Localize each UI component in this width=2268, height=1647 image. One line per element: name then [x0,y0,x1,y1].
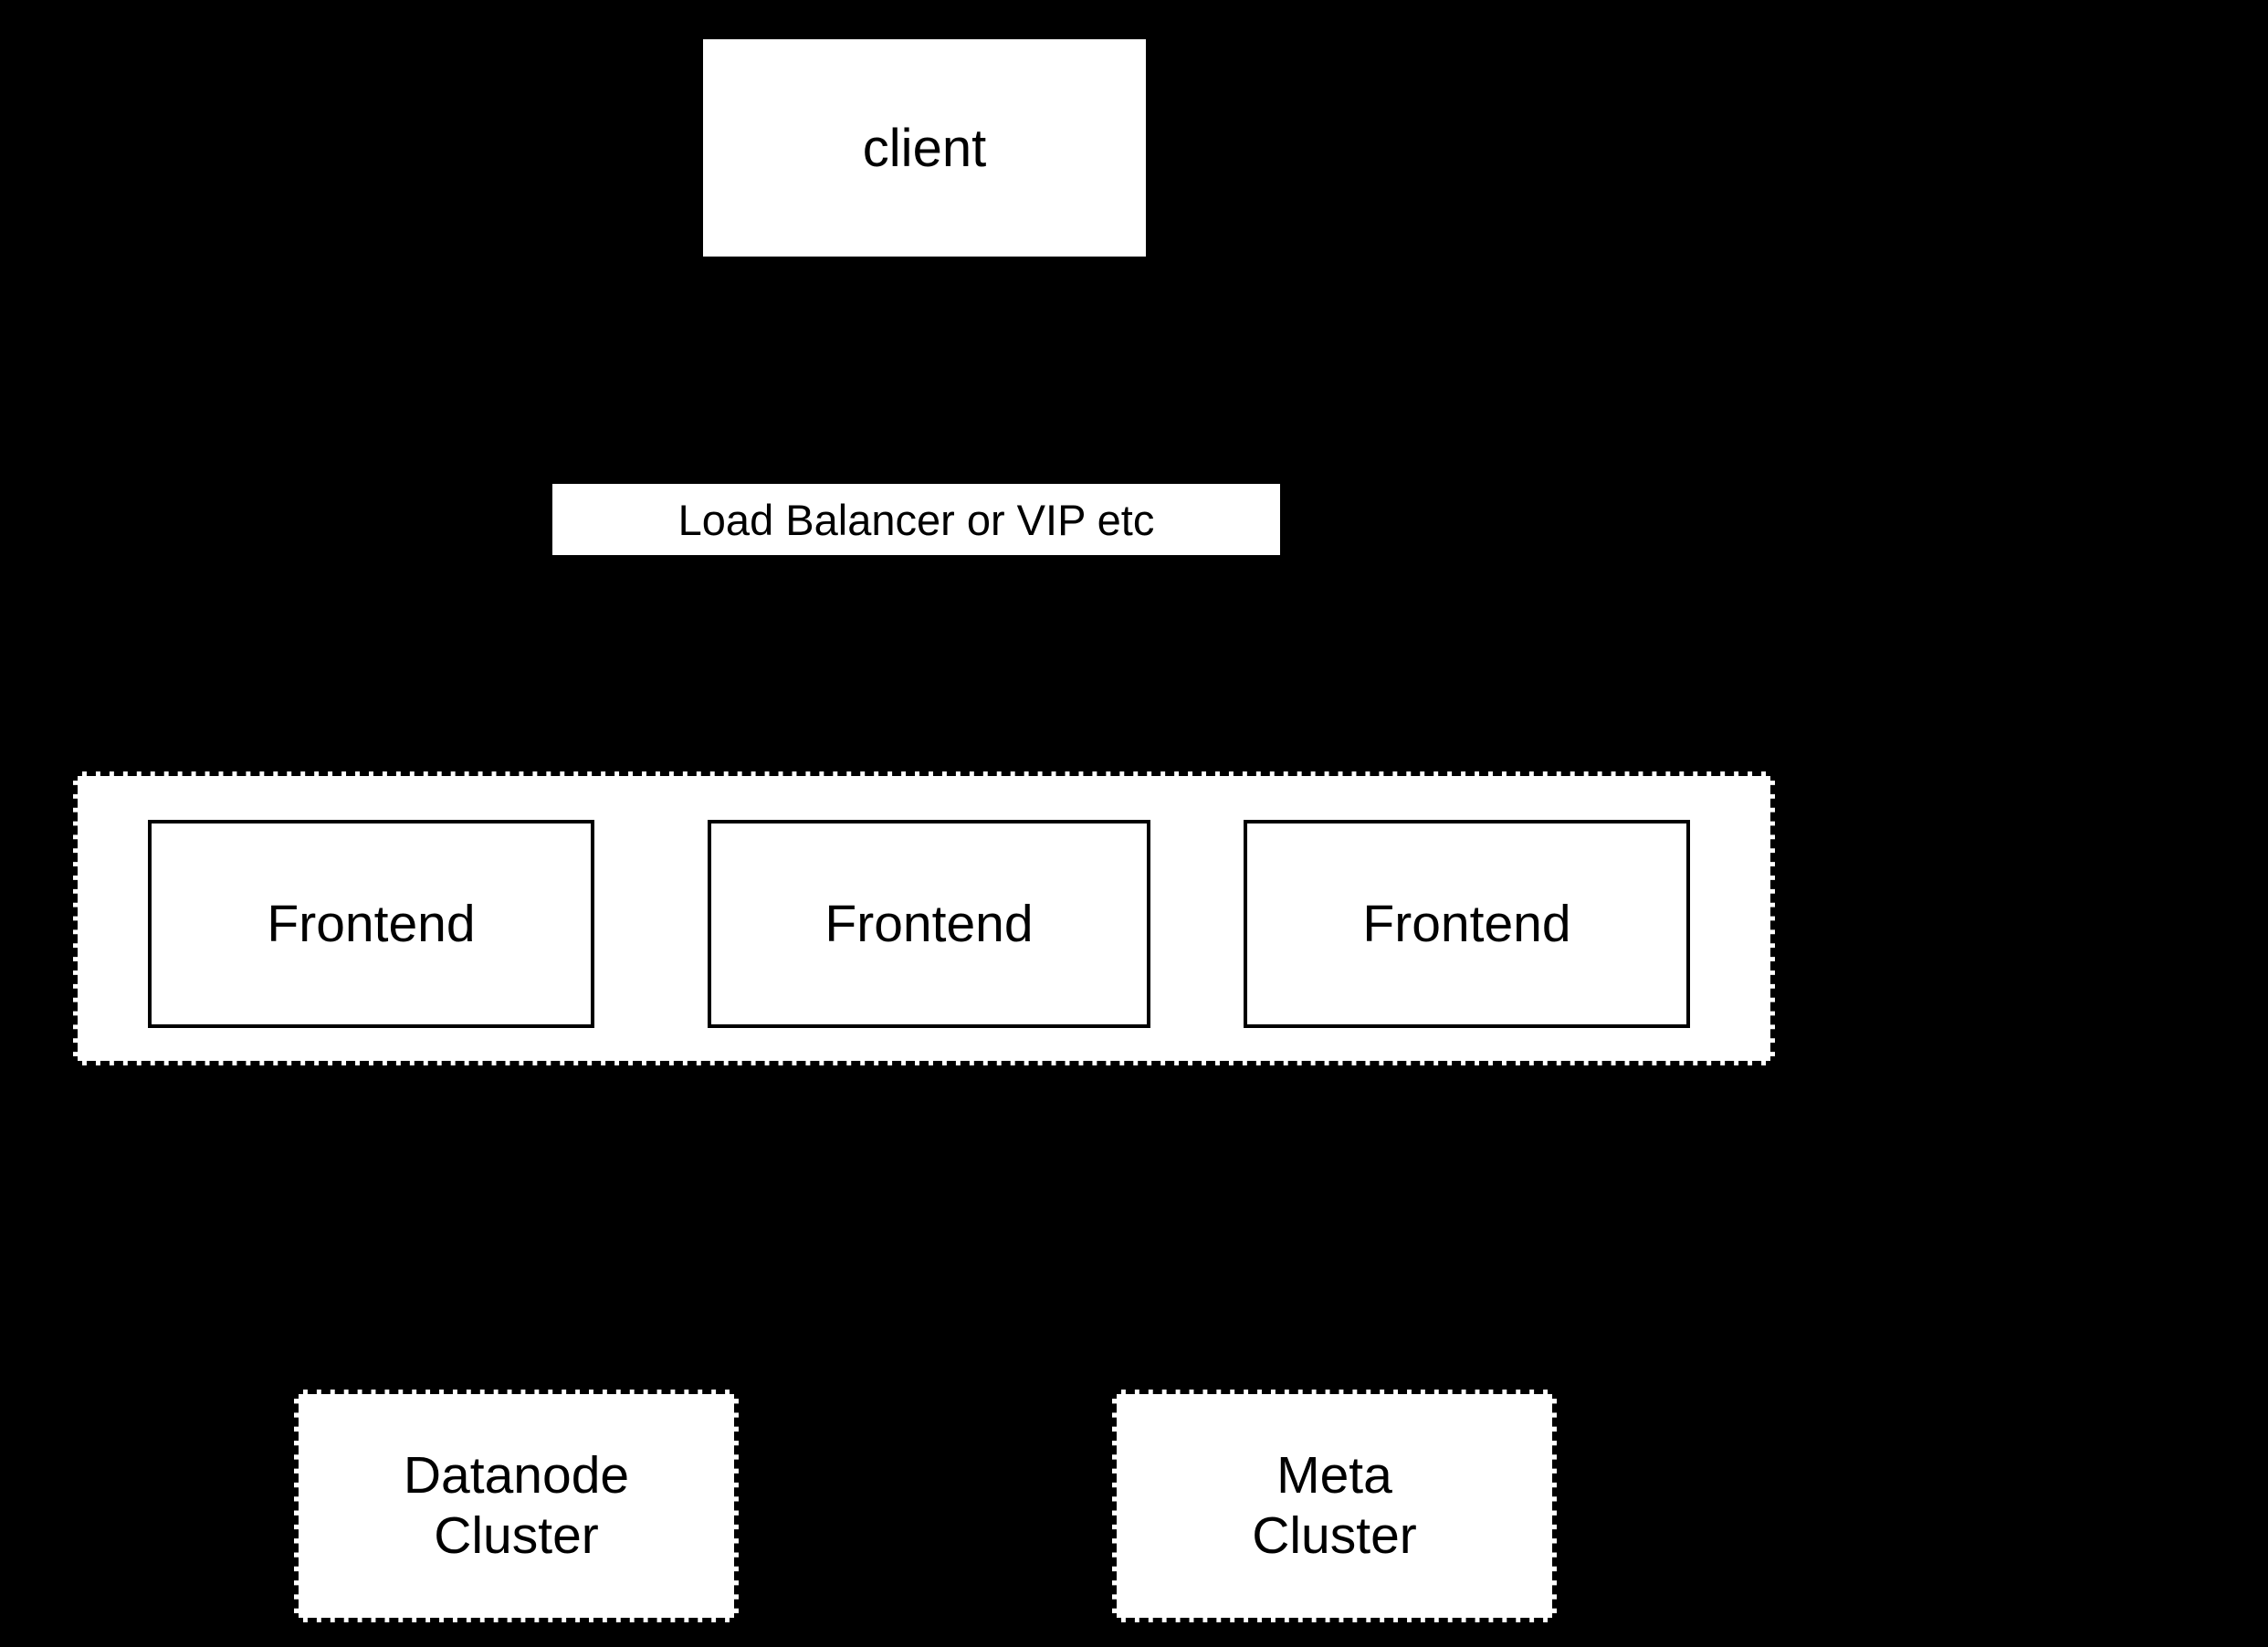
meta-cluster-label-line2: Cluster [1252,1505,1417,1565]
meta-cluster-label-line1: Meta [1276,1445,1392,1505]
load-balancer-node-label: Load Balancer or VIP etc [677,495,1155,544]
meta-cluster-node: Meta Cluster [1112,1390,1557,1622]
frontend-node-3-label: Frontend [1362,895,1571,953]
load-balancer-node: Load Balancer or VIP etc [552,484,1280,555]
frontend-node-1-label: Frontend [267,895,476,953]
datanode-cluster-label-line2: Cluster [434,1505,599,1565]
datanode-cluster-node: Datanode Cluster [294,1390,739,1622]
datanode-cluster-label-line1: Datanode [403,1445,630,1505]
frontend-node-3: Frontend [1244,820,1690,1028]
client-node-label: client [862,118,987,178]
frontend-node-2-label: Frontend [824,895,1034,953]
frontend-node-1: Frontend [148,820,594,1028]
client-node: client [703,39,1146,257]
frontend-node-2: Frontend [708,820,1150,1028]
